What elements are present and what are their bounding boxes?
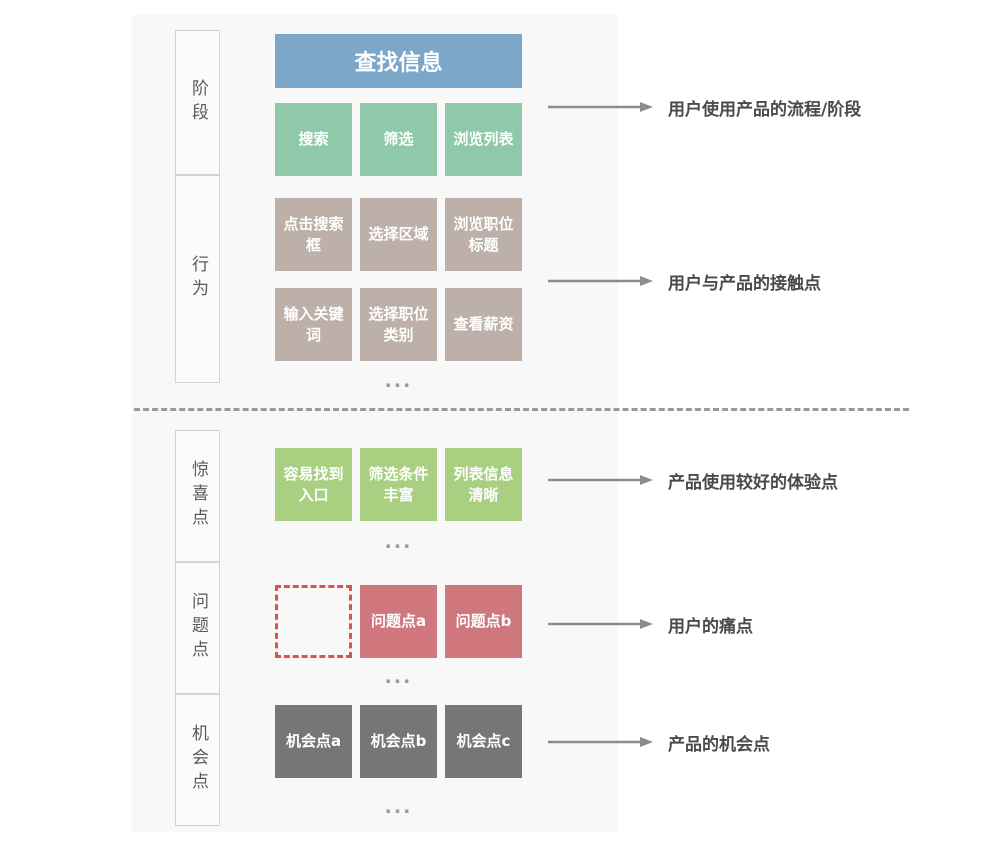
annotation-opportunity-text: 产品的机会点	[668, 734, 770, 755]
problem-card: 问题点a	[360, 585, 437, 658]
stage-card: 筛选	[360, 103, 437, 176]
stage-banner: 查找信息	[275, 34, 522, 88]
stage-card: 浏览列表	[445, 103, 522, 176]
row-label-stage: 阶段	[175, 30, 220, 175]
row-label-behavior-text: 行为	[188, 255, 208, 303]
row-label-problem: 问题点	[175, 562, 220, 694]
annotation-problem: 用户的痛点	[548, 611, 753, 637]
opportunity-card: 机会点c	[445, 705, 522, 778]
arrow-right-icon	[548, 474, 653, 486]
arrow-right-icon	[548, 736, 653, 748]
annotation-delight-text: 产品使用较好的体验点	[668, 472, 838, 493]
problem-card: 问题点b	[445, 585, 522, 658]
ellipsis-behavior: ...	[384, 370, 413, 392]
row-label-opportunity: 机会点	[175, 694, 220, 826]
problem-card-empty-placeholder	[275, 585, 352, 658]
behavior-card: 查看薪资	[445, 288, 522, 361]
opportunity-card: 机会点b	[360, 705, 437, 778]
stage-card: 搜索	[275, 103, 352, 176]
delight-card: 筛选条件丰富	[360, 448, 437, 521]
behavior-card: 选择区域	[360, 198, 437, 271]
behavior-card: 浏览职位标题	[445, 198, 522, 271]
ellipsis-delight: ...	[384, 531, 413, 553]
row-label-behavior: 行为	[175, 175, 220, 383]
behavior-card: 输入关键词	[275, 288, 352, 361]
annotation-behavior-text: 用户与产品的接触点	[668, 273, 821, 294]
ellipsis-opportunity: ...	[384, 796, 413, 818]
opportunity-card: 机会点a	[275, 705, 352, 778]
arrow-right-icon	[548, 101, 653, 113]
row-label-opportunity-text: 机会点	[188, 724, 208, 796]
annotation-delight: 产品使用较好的体验点	[548, 467, 838, 493]
section-divider	[134, 408, 909, 411]
annotation-problem-text: 用户的痛点	[668, 616, 753, 637]
annotation-opportunity: 产品的机会点	[548, 729, 770, 755]
behavior-card: 选择职位类别	[360, 288, 437, 361]
row-label-stage-text: 阶段	[188, 78, 208, 127]
arrow-right-icon	[548, 618, 653, 630]
ellipsis-problem: ...	[384, 666, 413, 688]
annotation-stage-text: 用户使用产品的流程/阶段	[668, 99, 862, 120]
annotation-stage: 用户使用产品的流程/阶段	[548, 94, 861, 120]
delight-card: 容易找到入口	[275, 448, 352, 521]
annotation-behavior: 用户与产品的接触点	[548, 268, 821, 294]
row-label-delight: 惊喜点	[175, 430, 220, 562]
row-label-problem-text: 问题点	[188, 592, 208, 664]
arrow-right-icon	[548, 275, 653, 287]
behavior-card: 点击搜索框	[275, 198, 352, 271]
row-label-delight-text: 惊喜点	[188, 460, 208, 532]
delight-card: 列表信息清晰	[445, 448, 522, 521]
